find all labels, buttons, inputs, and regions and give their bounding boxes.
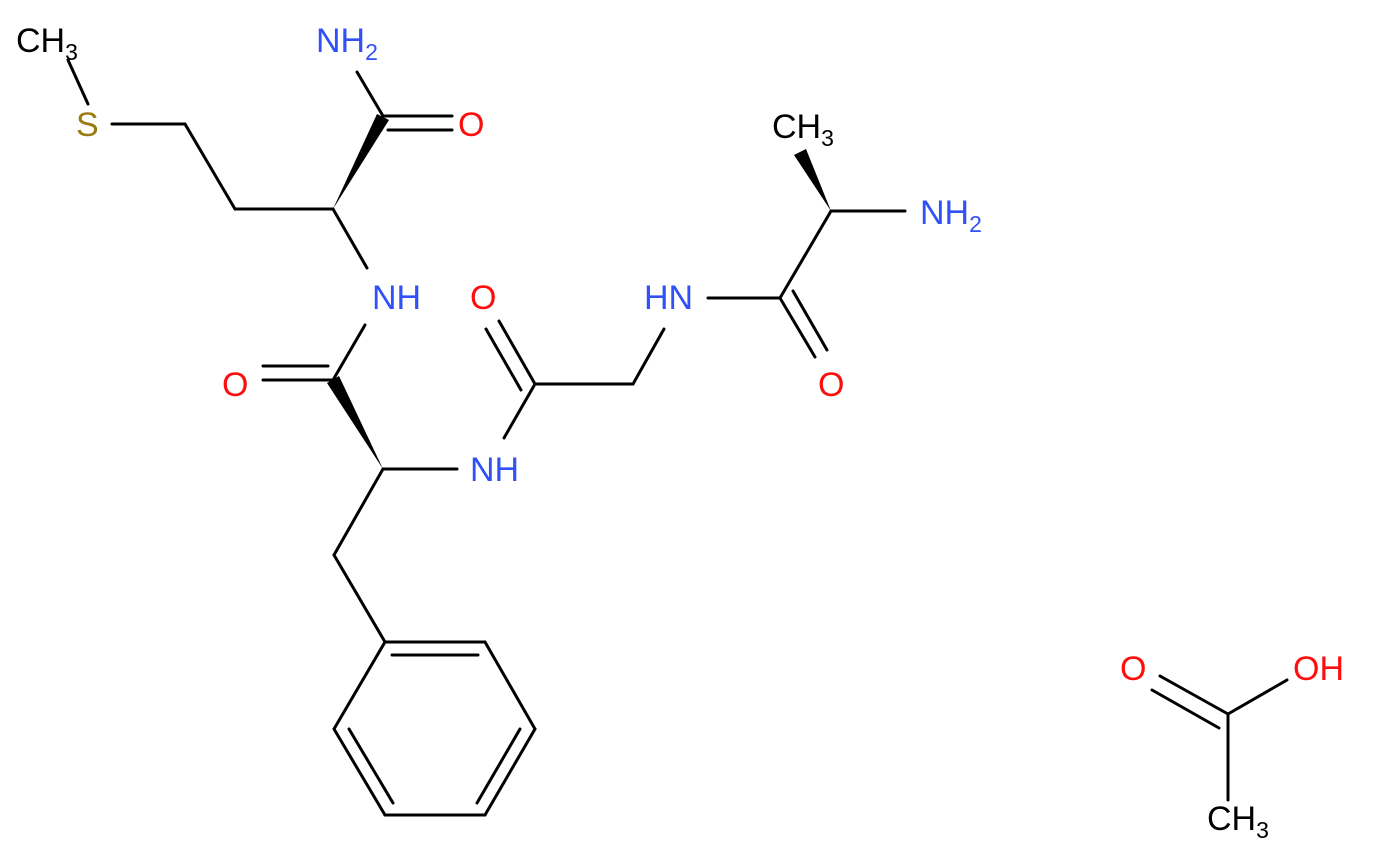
- label-acetic-o: O: [1120, 650, 1146, 688]
- acetic-c-o-b: [1150, 688, 1221, 730]
- ring-bond: [483, 727, 537, 817]
- label-acetic-oh: OH: [1293, 650, 1344, 688]
- bond-c-o-ala-b: [791, 289, 829, 352]
- bond-ch3-s: [66, 58, 90, 106]
- ring-bond: [332, 640, 387, 731]
- label-nh-phe: NH: [470, 451, 519, 489]
- label-nh-met: NH: [372, 279, 421, 317]
- bond-cgly-o-a: [497, 319, 537, 386]
- peptide-bonds: [66, 58, 907, 644]
- label-sulfur: S: [76, 106, 99, 144]
- acetic-c-oh: [1226, 678, 1289, 716]
- label-acetic-ch3: CH3: [1207, 800, 1269, 843]
- ring-inner-bond: [475, 727, 522, 805]
- bond-nh-c: [331, 323, 367, 382]
- label-o-ala: O: [818, 366, 844, 404]
- wedge-met: [333, 114, 389, 209]
- bond-nh2-c: [355, 70, 385, 118]
- bond-ca-cb: [332, 467, 385, 557]
- label-ala-nh2: NH2: [920, 194, 982, 237]
- atom-labels: CH3 S NH2 O NH O NH O HN O CH3 NH2 O OH …: [16, 22, 1344, 843]
- label-o-phe: O: [222, 366, 248, 404]
- stereo-wedges: [327, 114, 831, 469]
- label-amide-o: O: [458, 106, 484, 144]
- ring-inner-bond: [347, 727, 395, 805]
- wedge-ala: [794, 149, 831, 211]
- bond-ca-nh: [331, 207, 369, 270]
- bond-c-o-ala-a: [778, 296, 817, 359]
- label-nh-gly: HN: [644, 279, 693, 317]
- acetic-c-o-a: [1158, 674, 1230, 716]
- acetic-acid-bonds: [1150, 674, 1289, 802]
- wedge-phe: [327, 376, 383, 469]
- bond-c-ca-ala: [778, 209, 833, 300]
- bond-cgly-o-b: [484, 327, 523, 392]
- bond-nh-cgly: [502, 382, 537, 440]
- label-o-gly: O: [470, 279, 496, 317]
- label-methyl-s: CH3: [16, 22, 78, 65]
- label-amide-nh2: NH2: [316, 22, 378, 65]
- label-ala-ch3: CH3: [772, 108, 834, 151]
- ring-bond: [483, 640, 537, 731]
- bond-ch2-nh: [631, 327, 666, 386]
- bond-side-1: [183, 122, 237, 211]
- ring-bond: [332, 727, 387, 817]
- bond-cb-ring: [332, 553, 387, 644]
- phenyl-ring: [332, 640, 537, 817]
